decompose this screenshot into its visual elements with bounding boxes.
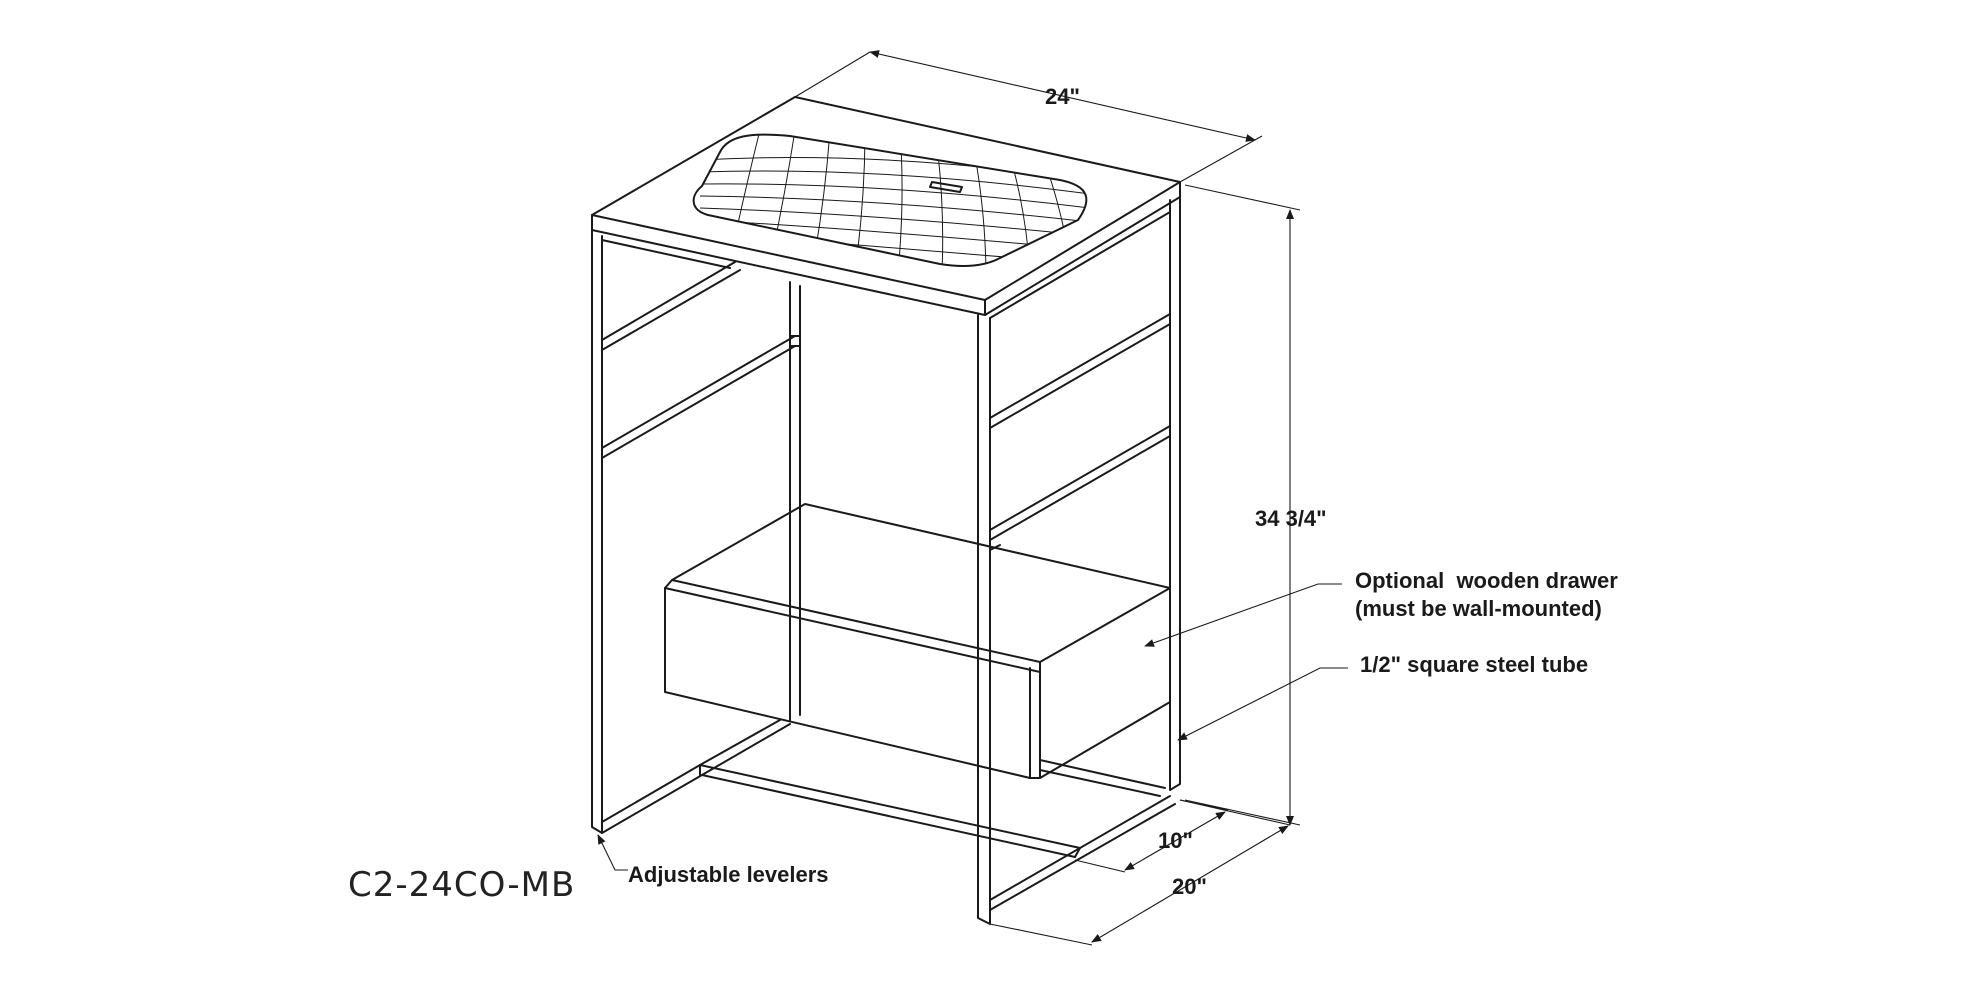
dimension-height-label: 34 3/4" — [1255, 506, 1327, 531]
dimension-width: 24" — [794, 50, 1263, 183]
dimension-depth: 20" — [989, 799, 1291, 946]
wooden-drawer — [664, 503, 1171, 779]
dimension-height: 34 3/4" — [1184, 184, 1327, 826]
callout-levelers-label: Adjustable levelers — [628, 862, 829, 887]
back-left-post — [789, 281, 801, 721]
callout-drawer: Optional wooden drawer (must be wall-mou… — [1144, 568, 1618, 647]
callout-tube-label: 1/2" square steel tube — [1360, 652, 1588, 677]
model-code: C2-24CO-MB — [348, 865, 575, 905]
dimension-depth-label: 20" — [1172, 874, 1207, 899]
dimension-drawer-depth-label: 10" — [1158, 828, 1193, 853]
countertop — [591, 96, 1181, 316]
dimension-width-label: 24" — [1045, 84, 1080, 109]
dimension-drawer-depth: 10" — [1074, 799, 1229, 873]
right-side-frame — [977, 196, 1181, 925]
callout-drawer-line1: Optional wooden drawer — [1355, 568, 1618, 593]
left-side-frame — [591, 229, 796, 834]
bottom-frame — [699, 719, 1166, 858]
callout-levelers: Adjustable levelers — [597, 834, 829, 887]
callout-drawer-line2: (must be wall-mounted) — [1355, 596, 1602, 621]
callout-tube: 1/2" square steel tube — [1177, 652, 1588, 741]
